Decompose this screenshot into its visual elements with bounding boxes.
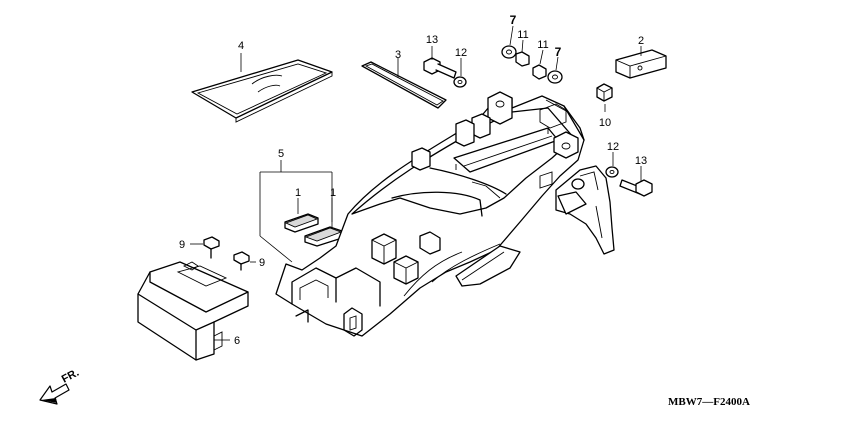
label-part-13-top: 13 <box>426 34 438 46</box>
label-part-1-left: 1 <box>295 187 301 199</box>
part-1-pad-a <box>284 213 319 233</box>
label-part-5: 5 <box>278 148 284 160</box>
label-part-3: 3 <box>395 49 401 61</box>
label-part-9-right: 9 <box>259 257 265 269</box>
label-part-2: 2 <box>638 35 644 47</box>
part-9-screw-a <box>203 236 220 259</box>
part-9-screw-b <box>233 251 250 271</box>
label-part-6: 6 <box>234 335 240 347</box>
part-6-tray <box>137 261 249 361</box>
label-part-11-left: 11 <box>517 29 528 41</box>
part-3-strap <box>361 61 447 109</box>
label-part-7-right: 7 <box>555 45 562 59</box>
label-part-13-right: 13 <box>635 155 647 167</box>
label-part-12-top: 12 <box>455 47 467 59</box>
rear-fender-body <box>275 91 615 337</box>
diagram-code: MBW7—F2400A <box>668 396 750 408</box>
label-part-10: 10 <box>599 117 611 129</box>
label-part-9-left: 9 <box>179 239 185 251</box>
part-13-bolt-top <box>423 57 457 79</box>
front-direction-label: FR. <box>60 367 81 386</box>
part-12-washer-right <box>605 166 619 178</box>
part-7-grommet-a <box>501 45 517 59</box>
part-2-reflector <box>615 49 667 79</box>
label-part-4: 4 <box>238 40 244 52</box>
label-part-12-right: 12 <box>607 141 619 153</box>
label-part-7-top: 7 <box>510 13 517 27</box>
part-4-tool-bag <box>191 59 333 123</box>
part-12-washer-top <box>453 76 467 88</box>
label-part-1-right: 1 <box>330 187 336 199</box>
part-7-grommet-b <box>547 70 563 84</box>
label-part-11-right: 11 <box>537 39 548 51</box>
part-10-nut <box>596 83 613 102</box>
front-direction-arrow-icon <box>39 383 70 405</box>
part-13-bolt-right <box>619 179 653 197</box>
part-11-nut-b <box>532 64 547 80</box>
part-11-nut-a <box>515 51 530 67</box>
